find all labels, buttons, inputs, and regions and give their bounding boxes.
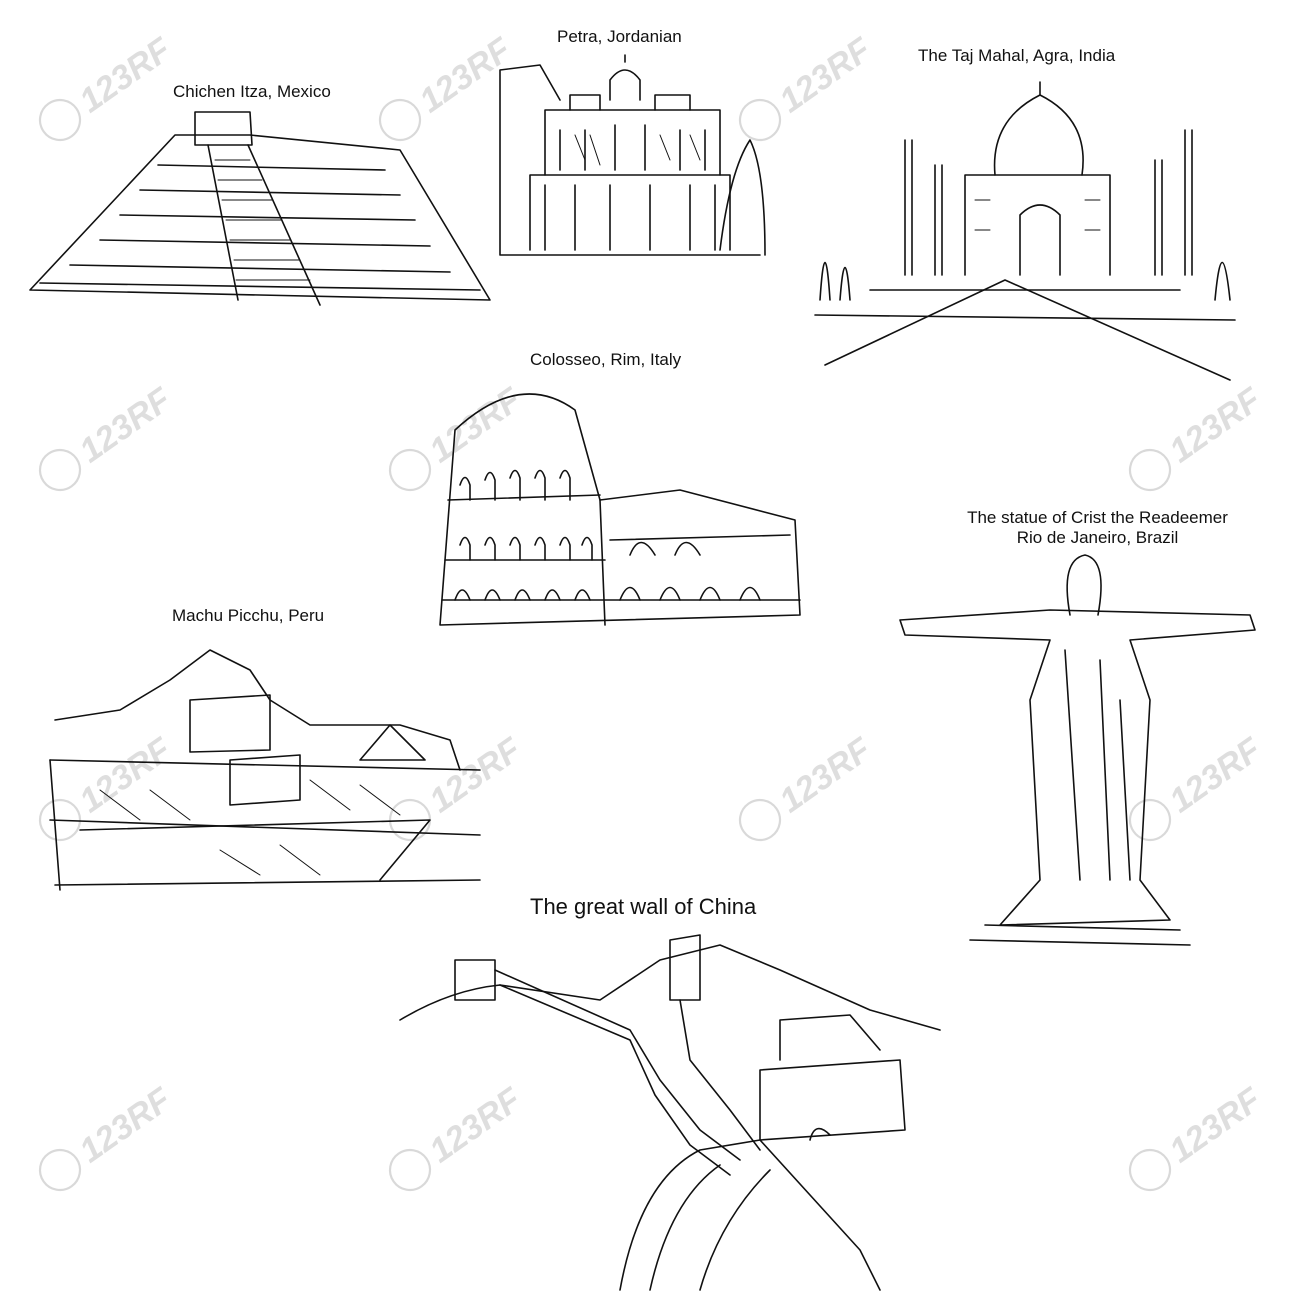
svg-text:123RF: 123RF — [773, 30, 879, 120]
svg-text:123RF: 123RF — [423, 1080, 529, 1170]
great-wall-drawing — [399, 934, 941, 1291]
watermark-logo: 123RF — [38, 30, 179, 142]
chichen-itza-drawing — [29, 111, 491, 306]
watermark-logo: 123RF — [38, 1080, 179, 1192]
taj-mahal-drawing — [814, 81, 1236, 381]
label-great-wall: The great wall of China — [530, 894, 757, 919]
svg-text:123RF: 123RF — [73, 30, 179, 120]
label-taj-mahal: The Taj Mahal, Agra, India — [918, 46, 1116, 65]
svg-text:123RF: 123RF — [73, 380, 179, 470]
label-machu-picchu: Machu Picchu, Peru — [172, 606, 325, 625]
label-christ-line2: Rio de Janeiro, Brazil — [1016, 528, 1179, 547]
svg-text:123RF: 123RF — [773, 730, 879, 820]
machu-picchu-drawing — [49, 649, 481, 891]
watermark-logo: 123RF — [388, 1080, 529, 1192]
christ-redeemer-drawing — [899, 554, 1256, 946]
watermark-logo: 123RF — [38, 380, 179, 492]
label-colosseum: Colosseo, Rim, Italy — [530, 350, 682, 369]
label-christ-line1: The statue of Crist the Readeemer — [967, 508, 1228, 527]
watermark-logo: 123RF — [378, 30, 519, 142]
svg-text:123RF: 123RF — [413, 30, 519, 120]
watermark-logo: 123RF — [738, 730, 879, 842]
watermark-logo: 123RF — [388, 730, 529, 842]
svg-text:123RF: 123RF — [1163, 380, 1269, 470]
petra-drawing — [499, 54, 766, 256]
svg-text:123RF: 123RF — [1163, 1080, 1269, 1170]
watermark-logo: 123RF — [388, 380, 529, 492]
watermark-logo: 123RF — [1128, 730, 1269, 842]
svg-text:123RF: 123RF — [423, 380, 529, 470]
watermark-logo: 123RF — [738, 30, 879, 142]
colosseum-drawing — [439, 393, 801, 626]
svg-text:123RF: 123RF — [73, 1080, 179, 1170]
watermark-logo: 123RF — [1128, 1080, 1269, 1192]
label-chichen-itza: Chichen Itza, Mexico — [173, 82, 331, 101]
svg-text:123RF: 123RF — [73, 730, 179, 820]
watermark-logo: 123RF — [1128, 380, 1269, 492]
svg-text:123RF: 123RF — [423, 730, 529, 820]
label-petra: Petra, Jordanian — [557, 27, 682, 46]
svg-text:123RF: 123RF — [1163, 730, 1269, 820]
label-christ-redeemer: The statue of Crist the Readeemer Rio de… — [930, 508, 1265, 548]
